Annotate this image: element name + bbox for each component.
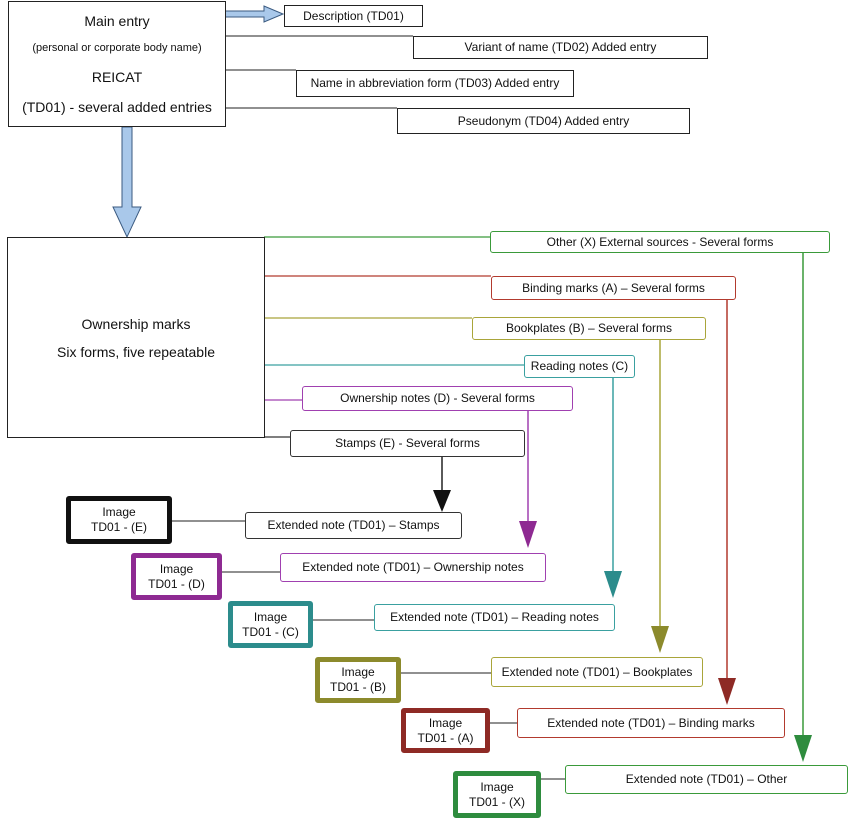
- main-entry-standard: REICAT: [91, 68, 143, 85]
- other-arrowhead: [794, 735, 812, 762]
- main-entry-title: Main entry: [84, 12, 150, 29]
- extended-note-ownership: Extended note (TD01) – Ownership notes: [280, 553, 546, 582]
- main-entry-box: Main entry (personal or corporate body n…: [8, 1, 226, 127]
- form-bookplates-box: Bookplates (B) – Several forms: [472, 317, 706, 340]
- stamps-arrowhead: [433, 490, 451, 512]
- form-binding-box: Binding marks (A) – Several forms: [491, 276, 736, 300]
- ownership-marks-box: Ownership marks Six forms, five repeatab…: [7, 237, 265, 438]
- form-reading-box: Reading notes (C): [524, 355, 635, 378]
- form-ownership-notes-box: Ownership notes (D) - Several forms: [302, 386, 573, 411]
- extended-note-other: Extended note (TD01) – Other: [565, 765, 848, 794]
- ownership-down-arrow: [112, 126, 142, 239]
- binding-arrowhead: [718, 678, 736, 705]
- pseudonym-box: Pseudonym (TD04) Added entry: [397, 108, 690, 134]
- extended-note-bookplates: Extended note (TD01) – Bookplates: [491, 657, 703, 687]
- image-e-line2: TD01 - (E): [90, 520, 147, 534]
- description-box: Description (TD01): [284, 5, 423, 27]
- ownership-marks-subtitle: Six forms, five repeatable: [57, 343, 215, 360]
- image-box-b: Image TD01 - (B): [315, 657, 401, 703]
- image-d-line1: Image: [159, 561, 194, 576]
- image-e-line1: Image: [102, 505, 136, 519]
- ownership-marks-title: Ownership marks: [81, 315, 191, 332]
- bookplates-arrowhead: [651, 626, 669, 653]
- form-stamps-box: Stamps (E) - Several forms: [290, 430, 525, 457]
- extended-note-stamps: Extended note (TD01) – Stamps: [245, 512, 462, 539]
- image-a-line1: Image: [428, 715, 463, 730]
- image-b-line2: TD01 - (B): [329, 680, 386, 694]
- ownership-notes-arrowhead: [519, 521, 537, 548]
- image-c-line2: TD01 - (C): [242, 624, 299, 639]
- extended-note-binding: Extended note (TD01) – Binding marks: [517, 708, 785, 738]
- image-box-a: Image TD01 - (A): [401, 708, 490, 753]
- image-a-line2: TD01 - (A): [417, 730, 474, 745]
- image-box-x: Image TD01 - (X): [453, 771, 541, 818]
- image-box-d: Image TD01 - (D): [131, 553, 222, 600]
- main-entry-subtitle: (personal or corporate body name): [32, 42, 202, 55]
- form-other-box: Other (X) External sources - Several for…: [490, 231, 830, 253]
- image-box-e: Image TD01 - (E): [66, 496, 172, 544]
- image-b-line1: Image: [341, 665, 375, 679]
- abbreviation-name-box: Name in abbreviation form (TD03) Added e…: [296, 70, 574, 97]
- variant-name-box: Variant of name (TD02) Added entry: [413, 36, 708, 59]
- main-entry-note: (TD01) - several added entries: [22, 98, 212, 115]
- description-arrow: [224, 5, 285, 23]
- image-d-line2: TD01 - (D): [148, 576, 205, 591]
- extended-note-reading: Extended note (TD01) – Reading notes: [374, 604, 615, 631]
- image-c-line1: Image: [253, 609, 288, 624]
- image-x-line1: Image: [480, 779, 514, 794]
- image-x-line2: TD01 - (X): [468, 794, 525, 809]
- image-box-c: Image TD01 - (C): [228, 601, 313, 648]
- reading-arrowhead: [604, 571, 622, 598]
